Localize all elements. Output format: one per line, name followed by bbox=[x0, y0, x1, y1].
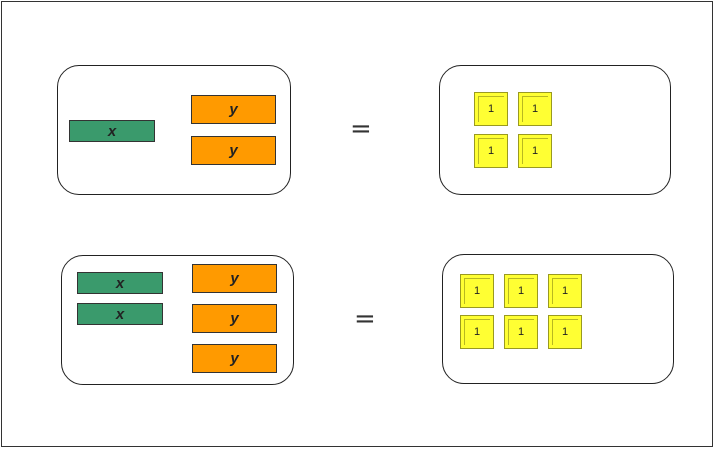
row2-unit-tile: 1 bbox=[548, 315, 582, 349]
row2-unit-tile: 1 bbox=[504, 274, 538, 308]
row1-equals-sign: = bbox=[350, 114, 372, 144]
row2-y-tile: y bbox=[192, 264, 277, 293]
row1-unit-tile: 1 bbox=[474, 134, 508, 168]
row2-x-tile: x bbox=[77, 272, 163, 294]
row1-unit-tile: 1 bbox=[474, 92, 508, 126]
row2-y-tile: y bbox=[192, 304, 277, 333]
row2-y-tile: y bbox=[192, 344, 277, 373]
row2-unit-tile: 1 bbox=[460, 274, 494, 308]
row1-right-box bbox=[439, 65, 671, 195]
row1-x-tile: x bbox=[69, 120, 155, 142]
row2-unit-tile: 1 bbox=[460, 315, 494, 349]
row1-unit-tile: 1 bbox=[518, 134, 552, 168]
row2-unit-tile: 1 bbox=[504, 315, 538, 349]
row2-x-tile: x bbox=[77, 303, 163, 325]
row1-y-tile: y bbox=[191, 95, 276, 124]
row2-equals-sign: = bbox=[354, 304, 376, 334]
row1-unit-tile: 1 bbox=[518, 92, 552, 126]
row2-unit-tile: 1 bbox=[548, 274, 582, 308]
row1-y-tile: y bbox=[191, 136, 276, 165]
